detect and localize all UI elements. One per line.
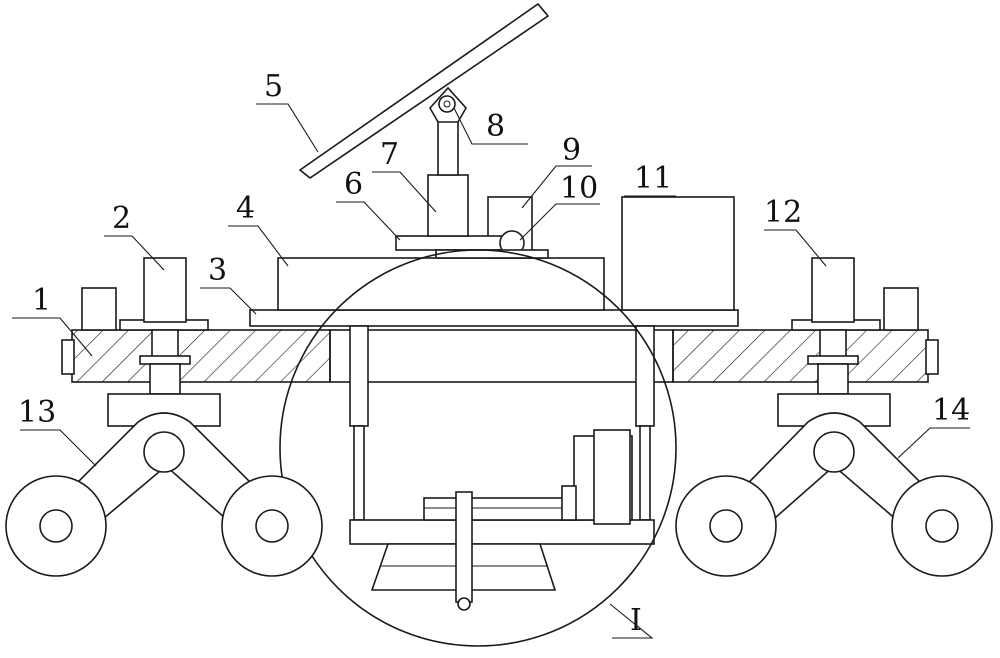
crawler-left (5, 393, 323, 577)
frame-plate (61, 287, 939, 383)
suction-assembly (349, 325, 655, 611)
label-1: 1 (32, 283, 51, 318)
label-2: 2 (112, 201, 131, 236)
solar-panel (298, 2, 550, 179)
label-8: 8 (486, 109, 505, 144)
label-3: 3 (208, 253, 227, 288)
battery-box (621, 196, 735, 311)
support-column (427, 115, 469, 237)
label-4: 4 (236, 191, 255, 226)
label-10: 10 (560, 171, 598, 206)
detail-circle (279, 249, 677, 647)
label-12: 12 (764, 195, 802, 230)
label-6: 6 (344, 167, 363, 202)
label-7: 7 (380, 137, 399, 172)
leader-lines (12, 103, 970, 639)
part-labels: 1 2 3 4 5 6 7 8 9 10 11 12 13 14 I (18, 69, 970, 638)
label-detail-i: I (630, 603, 642, 638)
label-13: 13 (18, 395, 56, 430)
label-11: 11 (634, 161, 672, 196)
crawler-right (675, 393, 993, 577)
column-left (139, 257, 191, 395)
label-14: 14 (932, 393, 970, 428)
turntable (395, 230, 549, 259)
column-right (807, 257, 859, 395)
label-5: 5 (264, 69, 283, 104)
label-9: 9 (562, 133, 581, 168)
